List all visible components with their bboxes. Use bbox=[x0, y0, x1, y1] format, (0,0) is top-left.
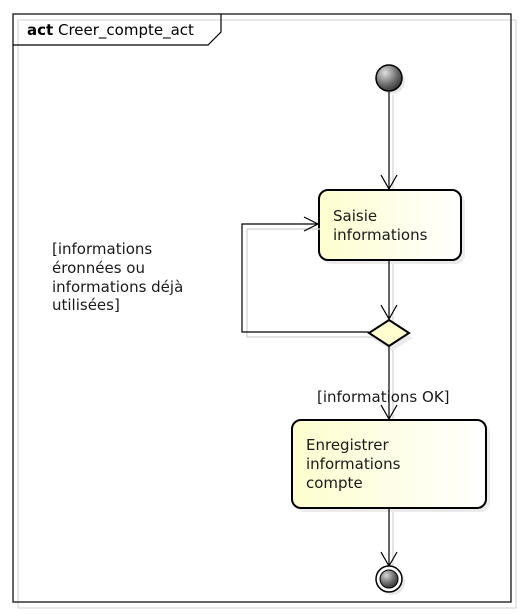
frame-title: act Creer_compte_act bbox=[27, 21, 194, 40]
guard-error: [informations éronnées ou informations d… bbox=[52, 240, 183, 314]
action-enregistrer-line2: informations bbox=[306, 455, 401, 473]
guard-ok: [informations OK] bbox=[317, 388, 450, 406]
action-saisie-informations: Saisie informations bbox=[318, 189, 465, 264]
frame-name: Creer_compte_act bbox=[58, 21, 194, 40]
edge-enregistrer-to-final bbox=[380, 508, 398, 570]
frame-keyword: act bbox=[27, 21, 53, 39]
edge-decision-loop-to-saisie bbox=[241, 216, 373, 338]
decision-node bbox=[367, 318, 413, 351]
action-saisie-line1: Saisie bbox=[333, 207, 377, 225]
action-enregistrer-line1: Enregistrer bbox=[306, 436, 390, 454]
guard-error-line3: informations déjà bbox=[52, 278, 183, 296]
edge-saisie-to-decision bbox=[380, 260, 398, 322]
guard-error-line2: éronnées ou bbox=[52, 259, 145, 277]
initial-node bbox=[375, 64, 405, 94]
action-saisie-line2: informations bbox=[333, 226, 428, 244]
diagram-frame: act Creer_compte_act bbox=[12, 13, 517, 609]
final-node bbox=[375, 565, 405, 595]
edge-decision-to-enregistrer bbox=[380, 346, 398, 423]
guard-error-line1: [informations bbox=[52, 240, 152, 258]
action-enregistrer-line3: compte bbox=[306, 474, 363, 492]
action-enregistrer-informations-compte: Enregistrer informations compte bbox=[291, 419, 490, 512]
guard-error-line4: utilisées] bbox=[52, 296, 120, 314]
edge-start-to-saisie bbox=[380, 92, 398, 193]
